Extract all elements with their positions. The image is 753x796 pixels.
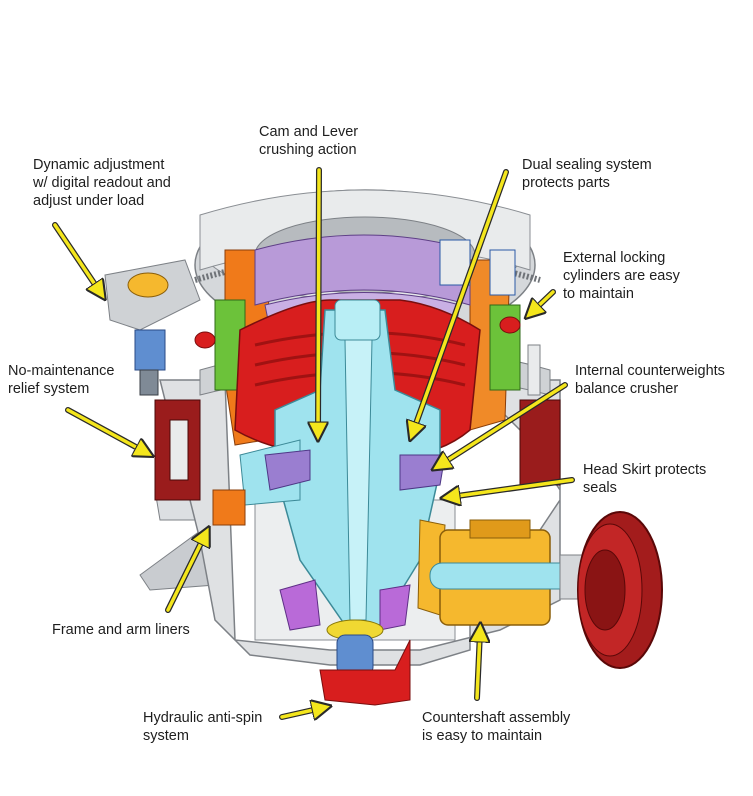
callout-head-skirt: Head Skirt protects seals (583, 461, 706, 497)
callout-line: Frame and arm liners (52, 622, 190, 638)
callout-line: to maintain (563, 286, 634, 302)
callout-line: relief system (8, 381, 90, 397)
callout-line: system (143, 728, 189, 744)
adjustment-drive (104, 259, 201, 396)
callout-cam-lever: Cam and Lever crushing action (259, 123, 358, 159)
callout-line: Internal counterweights (575, 363, 725, 379)
callout-line: Head Skirt protects (583, 462, 707, 478)
callout-frame-liners: Frame and arm liners (52, 621, 190, 639)
callout-line: Dynamic adjustment (33, 157, 165, 173)
eccentric-gear (264, 449, 446, 631)
callout-line: No-maintenance (8, 363, 115, 379)
callout-line: w/ digital readout and (33, 175, 171, 191)
callout-external-locking: External locking cylinders are easy to m… (563, 249, 680, 303)
callout-line: protects parts (522, 175, 610, 191)
callout-line: adjust under load (33, 193, 145, 209)
callout-dynamic-adjustment: Dynamic adjustment w/ digital readout an… (33, 156, 171, 210)
callout-line: Hydraulic anti-spin (143, 710, 263, 726)
callout-no-maintenance: No-maintenance relief system (8, 362, 114, 398)
callout-line: Countershaft assembly (422, 710, 571, 726)
callout-line: Cam and Lever (259, 124, 359, 140)
anti-spin-assembly (319, 619, 411, 706)
drive-pulley (577, 511, 663, 669)
callout-line: seals (583, 480, 617, 496)
callout-line: cylinders are easy (563, 268, 680, 284)
callout-line: Dual sealing system (522, 157, 652, 173)
callout-anti-spin: Hydraulic anti-spin system (143, 709, 262, 745)
callout-line: crushing action (259, 142, 357, 158)
callout-line: External locking (563, 250, 666, 266)
callout-line: is easy to maintain (422, 728, 543, 744)
callout-counterweights: Internal counterweights balance crusher (575, 362, 725, 398)
callout-dual-sealing: Dual sealing system protects parts (522, 156, 652, 192)
frame-liner (212, 489, 246, 526)
callout-countershaft: Countershaft assembly is easy to maintai… (422, 709, 570, 745)
callout-line: balance crusher (575, 381, 679, 397)
